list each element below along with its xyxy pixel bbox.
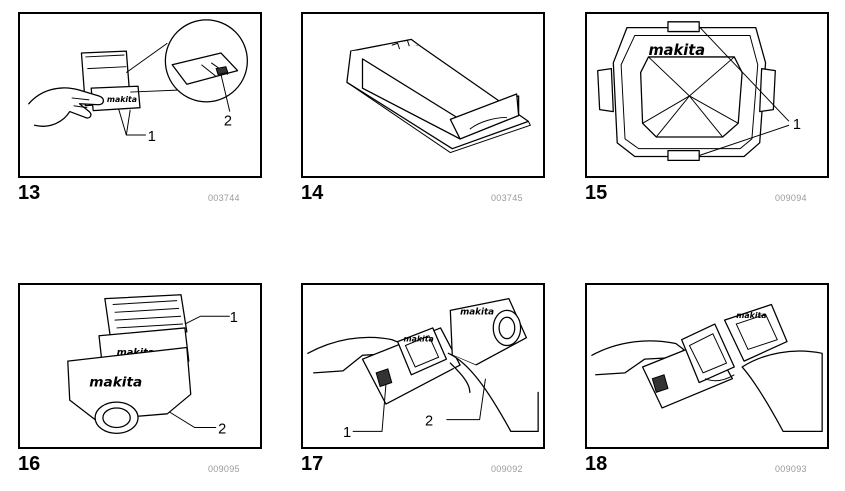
callout-1: 1	[343, 425, 351, 441]
makita-logo: makita	[107, 95, 137, 104]
makita-logo-bag: makita	[460, 307, 494, 317]
callout-2: 2	[425, 414, 433, 430]
figure-code: 009094	[775, 193, 807, 203]
figure-15-illustration: makita 1	[585, 12, 829, 178]
figure-code: 009093	[775, 464, 807, 474]
figure-number: 17	[301, 453, 324, 475]
callout-2: 2	[224, 113, 232, 129]
figure-number: 13	[18, 182, 41, 204]
figure-code: 009092	[491, 464, 523, 474]
callout-2: 2	[218, 421, 226, 437]
figure-13-illustration: makita 1 2	[18, 12, 262, 178]
callout-1: 1	[793, 117, 801, 133]
callout-1: 1	[230, 310, 238, 326]
filter-insertion-drawing: makita makita 1 2	[67, 294, 238, 437]
figure-14-illustration	[301, 12, 545, 178]
figure-number: 16	[18, 453, 41, 475]
makita-logo: makita	[736, 311, 766, 320]
dust-bag-attach-drawing: makita makita 1 2	[307, 298, 539, 441]
figure-number: 18	[585, 453, 608, 475]
makita-logo: makita	[648, 42, 705, 59]
figure-17-illustration: makita makita 1 2	[301, 283, 545, 449]
callout-1: 1	[148, 129, 156, 145]
figure-number: 15	[585, 182, 608, 204]
makita-logo-body: makita	[89, 374, 142, 390]
makita-logo: makita	[403, 335, 433, 344]
dust-bag-close-drawing: makita	[591, 303, 823, 433]
dust-bag-removal-drawing: makita 1 2	[28, 19, 248, 145]
figure-16-illustration: makita makita 1 2	[18, 283, 262, 449]
filter-frame-drawing: makita 1	[597, 21, 801, 162]
figure-code: 003745	[491, 193, 523, 203]
figure-number: 14	[301, 182, 324, 204]
filter-tray-drawing	[346, 38, 532, 154]
figure-code: 009095	[208, 464, 240, 474]
figure-18-illustration: makita	[585, 283, 829, 449]
figure-code: 003744	[208, 193, 240, 203]
